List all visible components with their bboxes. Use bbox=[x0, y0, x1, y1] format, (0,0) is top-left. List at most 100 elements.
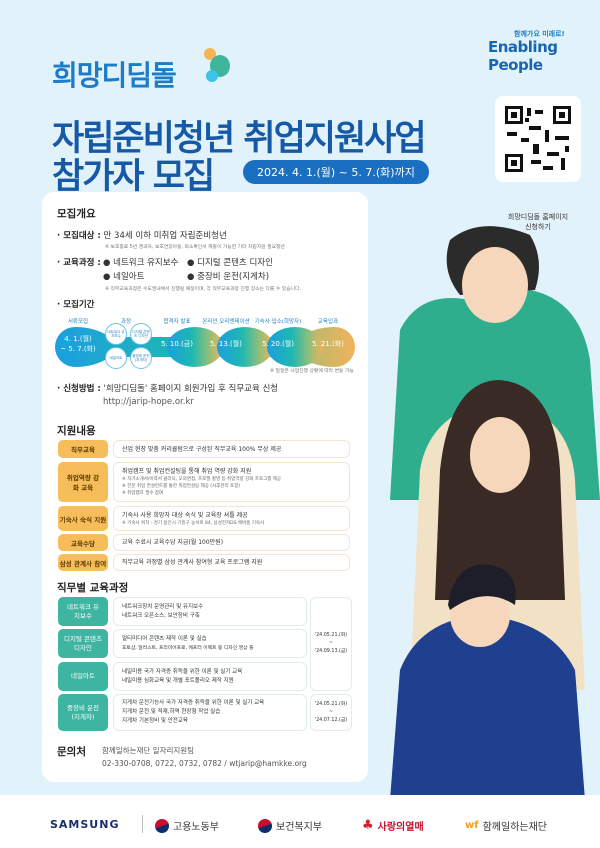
support-text: 기숙사 사용 희망자 대상 숙식 및 교육장 셔틀 제공 bbox=[122, 511, 248, 519]
timeline-date: 5. 21.(화) bbox=[312, 340, 344, 348]
course-item: ● 네일아트 bbox=[103, 272, 145, 282]
mini-course: 디지털 콘텐츠 디자인 bbox=[130, 323, 152, 345]
date-sep: ~ bbox=[328, 709, 334, 715]
title-line1: 자립준비청년 취업지원사업 bbox=[52, 119, 427, 159]
timeline-label: 기숙사 입소(희망자) bbox=[254, 319, 302, 325]
date-end: '24.09.13.(금) bbox=[314, 649, 348, 654]
mini-course: 네일아트 bbox=[105, 347, 127, 369]
course-item: ● 네트워크 유지보수 bbox=[103, 258, 179, 268]
young-people-illustration bbox=[390, 226, 600, 800]
footer bbox=[0, 795, 600, 848]
qr-code-icon bbox=[505, 106, 571, 172]
mini-course: 중장비 운전 (지게차) bbox=[130, 347, 152, 369]
brand-text: 희망디딤돌 bbox=[52, 59, 177, 92]
support-note: ※ 전문 취업 컨설턴트를 통한 취업컨설팅 제공 (사후관리 포함) bbox=[122, 484, 241, 489]
timeline-label: 합격자 발표 bbox=[163, 319, 191, 325]
apply-label: · 신청방법 : bbox=[57, 384, 101, 394]
curriculum-line: 멀티미디어 콘텐츠 제작 이론 및 실습 bbox=[122, 635, 207, 642]
target-note: ※ 보호종료 5년 경과자, 보호연장아동, 퇴소확인서 제출이 가능한 기타 … bbox=[105, 245, 285, 250]
curriculum-line: 네트워크장치 운영관리 및 유지보수 bbox=[122, 603, 204, 610]
fruit-icon: ♣ bbox=[362, 818, 374, 833]
period-label: · 모집기간 bbox=[57, 300, 95, 310]
support-note: ※ 기숙사 위치 : 경기 용인시 기흥구 농서로 84, 삼성전자DS 에버홈… bbox=[122, 520, 265, 526]
qr-caption-line2: 신청하기 bbox=[525, 223, 551, 231]
curriculum-line: 네트워크 오픈소스, 보안장비 구축 bbox=[122, 612, 200, 619]
mini-course: 네트워크 유지보수 bbox=[105, 323, 127, 345]
course-item: ● 디지털 콘텐츠 디자인 bbox=[187, 258, 273, 268]
course-item: ● 중장비 운전(지게차) bbox=[187, 272, 270, 282]
curriculum-tag: 중장비 운전 (지게차) bbox=[58, 694, 108, 731]
moel-logo: 고용노동부 bbox=[173, 822, 219, 833]
timeline-date: 5. 10.(금) bbox=[161, 340, 193, 348]
curriculum-line: 지게차 운전기능사 국가 자격증 취득을 위한 이론 및 실기 교육 bbox=[122, 700, 265, 706]
curriculum-line: 지게차 기본정비 및 안전교육 bbox=[122, 718, 188, 724]
support-tag: 기숙사 숙식 지원 bbox=[58, 506, 108, 531]
taegeuk-icon bbox=[258, 818, 272, 833]
support-heading: 지원내용 bbox=[57, 425, 96, 437]
curriculum-heading: 직무별 교육과정 bbox=[57, 582, 129, 594]
support-box: 기숙사 사용 희망자 대상 숙식 및 교육장 셔틀 제공※ 기숙사 위치 : 경… bbox=[113, 506, 350, 531]
blob-logo-icon bbox=[204, 48, 230, 82]
curriculum-tag: 디지털 콘텐츠 디자인 bbox=[58, 629, 108, 658]
courses-note: ※ 직무교육과정은 수도권내에서 진행될 예정이며, 각 직무교육과정 진행 장… bbox=[105, 287, 301, 292]
contact-heading: 문의처 bbox=[57, 746, 86, 758]
support-box: 교육 수료시 교육수당 지급(월 100만원) bbox=[113, 534, 350, 551]
mohw-logo: 보건복지부 bbox=[276, 822, 322, 833]
timeline-date: 5. 20.(월) bbox=[262, 340, 294, 348]
support-tag: 직무교육 bbox=[58, 440, 108, 458]
timeline-label: 서류모집 bbox=[67, 319, 89, 325]
overview-heading: 모집개요 bbox=[57, 208, 96, 220]
curriculum-date-box: '24.05.21.(화) ~ '24.07.12.(금) bbox=[310, 694, 352, 731]
timeline-label: 과정 bbox=[120, 319, 132, 325]
taegeuk-icon bbox=[155, 818, 169, 833]
mohw-logo-group: 보건복지부 bbox=[258, 818, 322, 833]
curriculum-line: 네일미용 심화교육 및 개별 포트폴리오 제작 지원 bbox=[122, 677, 234, 684]
support-tag: 취업역량 강화 교육 bbox=[58, 462, 108, 502]
samsung-logo: SAMSUNG bbox=[50, 818, 120, 831]
date-end: '24.07.12.(금) bbox=[314, 717, 348, 723]
contact-info: 02-330-0708, 0722, 0732, 0782 / wtjarip@… bbox=[102, 759, 307, 768]
support-tag: 삼성 관계사 참여 bbox=[58, 554, 108, 571]
hamkke-logo: 함께일하는재단 bbox=[482, 822, 547, 833]
love-fruit-logo: 사랑의열매 bbox=[377, 822, 424, 833]
divider bbox=[142, 815, 143, 833]
period-badge: 2024. 4. 1.(월) ~ 5. 7.(화)까지 bbox=[243, 160, 429, 184]
support-box: 산업 현장 맞춤 커리큘럼으로 구성된 직무교육 100% 무상 제공 bbox=[113, 440, 350, 458]
support-text: 산업 현장 맞춤 커리큘럼으로 구성된 직무교육 100% 무상 제공 bbox=[122, 445, 282, 453]
support-tag: 교육수당 bbox=[58, 534, 108, 551]
qr-caption-line1: 희망디딤돌 홈페이지 bbox=[507, 213, 569, 221]
curriculum-line: 포토샵, 일러스트, 프리미어프로, 에프터 이펙트 등 디자인 영상 툴 bbox=[122, 645, 254, 651]
slogan-small: 함께가요 미래로! bbox=[514, 30, 565, 38]
curriculum-line: 네일미용 국가 자격증 취득을 위한 이론 및 실기 교육 bbox=[122, 668, 243, 675]
courses-label: · 교육과정 : bbox=[57, 258, 101, 268]
curriculum-tag: 네일아트 bbox=[58, 662, 108, 691]
target-label: · 모집대상 : bbox=[57, 231, 101, 241]
curriculum-line: 지게차 운전 및 적재,하역 현장형 작업 실습 bbox=[122, 709, 221, 715]
wf-icon: wf bbox=[465, 820, 479, 831]
date-sep: ~ bbox=[328, 641, 334, 646]
support-text: 교육 수료시 교육수당 지급(월 100만원) bbox=[122, 539, 224, 546]
brand-logo: 희망디딤돌 bbox=[52, 48, 230, 94]
enabling-people-logo: Enabling People bbox=[488, 38, 558, 74]
title-line2: 참가자 모집 bbox=[52, 157, 215, 197]
apply-url-link[interactable]: http://jarip-hope.or.kr bbox=[103, 397, 194, 407]
qr-code[interactable] bbox=[495, 96, 581, 182]
date-start: '24.05.21.(화) bbox=[314, 701, 348, 707]
moel-logo-group: 고용노동부 bbox=[155, 818, 219, 833]
support-box: 취업캠프 및 취업컨설팅을 통해 취업 역량 강화 지원※ 자기소개서/이력서 … bbox=[113, 462, 350, 502]
timeline-note: ※ 일정은 사업진행 상황에 따라 변동 가능 bbox=[270, 369, 354, 374]
curriculum-date-box: '24.05.21.(화)~'24.09.13.(금) bbox=[310, 597, 352, 691]
contact-org: 함께일하는재단 일자리지원팀 bbox=[102, 746, 195, 755]
love-fruit-logo-group: ♣사랑의열매 bbox=[362, 818, 424, 833]
support-note: ※ 취업캠프 필수 참여 bbox=[122, 491, 164, 496]
timeline-date: 4. 1.(월) bbox=[64, 335, 92, 343]
timeline-label: 교육입과 bbox=[317, 319, 339, 325]
apply-value: '희망디딤돌' 홈페이지 회원가입 후 직무교육 신청 bbox=[103, 384, 279, 394]
support-text: 취업캠프 및 취업컨설팅을 통해 취업 역량 강화 지원 bbox=[122, 468, 252, 475]
